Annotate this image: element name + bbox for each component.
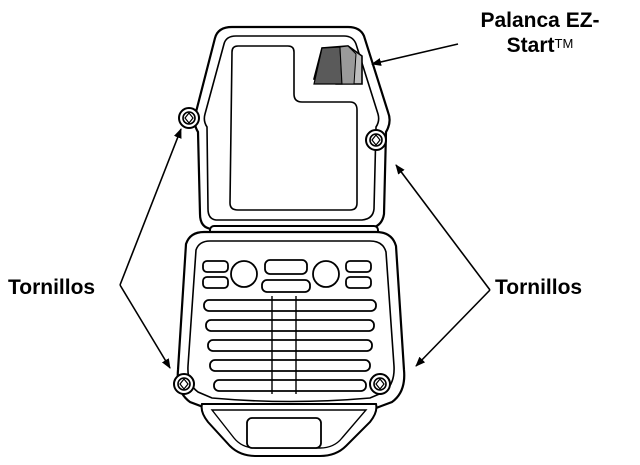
- screw-lower-right: [369, 373, 391, 395]
- grill-slots: [203, 296, 377, 394]
- grill-vents: [202, 259, 372, 293]
- screws-label-right: Tornillos: [495, 276, 583, 299]
- arrow-screw-lower-right: [415, 289, 491, 367]
- arrow-screw-lower-left: [119, 284, 171, 369]
- screw-upper-left: [178, 107, 200, 129]
- arrow-ez-start: [371, 43, 459, 66]
- ez-start-label-line1: Palanca EZ-: [480, 9, 600, 32]
- trademark-mark: TM: [554, 36, 574, 51]
- leader-arrows: [119, 43, 491, 369]
- screw-lower-left: [173, 373, 195, 395]
- bottom-tab: [200, 403, 378, 457]
- ez-start-lever: [313, 45, 363, 85]
- arrow-screw-upper-right: [395, 164, 491, 291]
- arrow-screw-upper-left: [119, 128, 182, 286]
- screws-label-left: Tornillos: [8, 276, 96, 299]
- screw-upper-right: [365, 129, 387, 151]
- ez-start-label-line2: StartTM: [448, 32, 632, 57]
- ez-start-lever-label: Palanca EZ- StartTM: [448, 9, 632, 57]
- ez-start-label-word: Start: [506, 34, 555, 57]
